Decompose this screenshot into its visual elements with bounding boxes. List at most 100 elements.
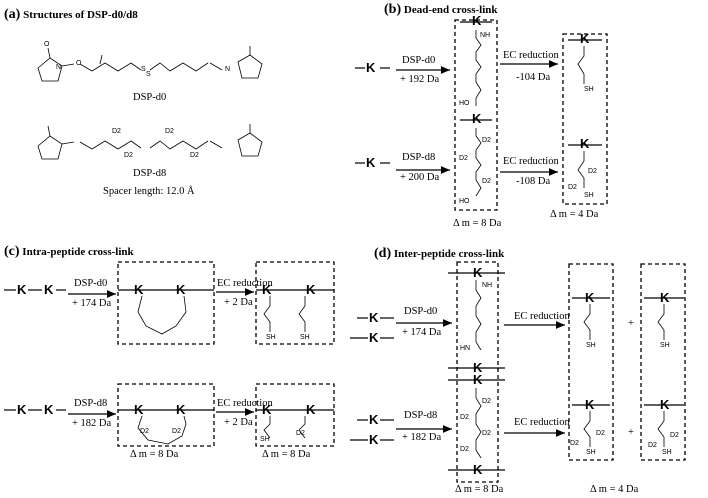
atom-nh: NH (482, 282, 493, 289)
atom-o: O (44, 41, 50, 48)
intra-d0-reduction-mass: + 2 Da (224, 297, 253, 308)
atom-o: O (76, 60, 82, 67)
dead-end-product-box (454, 19, 498, 211)
intra-delta-left: Δ m = 8 Da (130, 449, 179, 460)
dead-end-d0-mass: + 192 Da (400, 74, 440, 85)
inter-chain-d0 (448, 272, 505, 369)
lysine-label: K (176, 282, 186, 297)
lysine-label: K (262, 402, 272, 417)
inter-delta-left: Δ m = 8 Da (455, 484, 504, 495)
atom-ho: HO (459, 100, 470, 107)
intra-d8-mass: + 182 Da (72, 418, 112, 429)
panel-a-letter: (a) (4, 7, 21, 22)
atom-sh: SH (586, 342, 596, 349)
inter-d0-mass: + 174 Da (402, 327, 442, 338)
dead-end-d8-reduction: EC reduction (503, 156, 559, 167)
lysine-label: K (176, 402, 186, 417)
atom-d2: D2 (296, 430, 305, 437)
lysine-label: K (44, 282, 54, 297)
atom-sh: SH (662, 449, 672, 456)
lysine-label: K (473, 462, 483, 477)
dsp-d0-label: DSP-d0 (133, 92, 167, 103)
lysine-label: K (134, 282, 144, 297)
dead-end-d8-reagent: DSP-d8 (402, 152, 436, 163)
lysine-label: K (369, 412, 379, 427)
intra-product-box-d0 (117, 261, 215, 345)
atom-d2: D2 (124, 152, 133, 159)
dead-end-d8-mass: + 200 Da (400, 172, 440, 183)
lysine-label: K (262, 282, 272, 297)
atom-d2: D2 (482, 430, 491, 437)
intra-d8-reduction: EC reduction (217, 398, 273, 409)
inter-d0-reagent: DSP-d0 (404, 306, 438, 317)
atom-d2: D2 (460, 446, 469, 453)
lysine-label: K (366, 60, 376, 75)
lysine-label: K (17, 282, 27, 297)
dead-end-d0-reagent: DSP-d0 (402, 55, 436, 66)
panel-d-title-text: Inter-peptide cross-link (393, 248, 505, 260)
lysine-label: K (473, 265, 483, 280)
atom-d2: D2 (596, 430, 605, 437)
atom-d2: D2 (670, 432, 679, 439)
panel-d-title: (d) Inter-peptide cross-link (374, 246, 504, 262)
dead-end-d0-reduction: EC reduction (503, 50, 559, 61)
lysine-label: K (585, 290, 595, 305)
atom-sh: SH (584, 86, 594, 93)
lysine-label: K (473, 360, 483, 375)
atom-sh: SH (660, 342, 670, 349)
atom-hn: HN (460, 345, 471, 352)
lysine-label: K (369, 432, 379, 447)
atom-d2: D2 (172, 428, 181, 435)
panel-c-title-text: Intra-peptide cross-link (22, 246, 134, 258)
lysine-label: K (580, 31, 590, 46)
lysine-label: K (660, 290, 670, 305)
atom-n: N (56, 64, 62, 71)
intra-product-box-d8 (117, 383, 215, 447)
lysine-label: K (472, 13, 482, 28)
atom-d2: D2 (482, 178, 491, 185)
dead-end-d8-reduction-mass: -108 Da (516, 176, 551, 187)
panel-c-letter: (c) (4, 244, 20, 259)
atom-sh: SH (260, 436, 270, 443)
atom-s: S (146, 71, 151, 78)
lysine-label: K (660, 397, 670, 412)
panel-a-title-text: Structures of DSP-d0/d8 (23, 9, 138, 21)
dead-end-chain-d8 (460, 119, 492, 197)
lysine-label: K (369, 330, 379, 345)
inter-d8-mass: + 182 Da (402, 432, 442, 443)
atom-nh: NH (480, 32, 491, 39)
intra-ring-d0 (118, 289, 214, 335)
dead-end-delta-right: Δ m = 4 Da (550, 209, 599, 220)
dead-end-reduced-box (562, 33, 608, 205)
inter-reduced-box-1 (568, 263, 614, 461)
atom-ho: HO (459, 198, 470, 205)
atom-sh: SH (586, 449, 596, 456)
lysine-label: K (369, 310, 379, 325)
atom-d2: D2 (459, 155, 468, 162)
panel-b-title: (b) Dead-end cross-link (384, 2, 498, 18)
dead-end-chain-d0 (460, 21, 492, 106)
intra-d0-reagent: DSP-d0 (74, 278, 108, 289)
intra-ring-d8 (118, 409, 214, 445)
atom-d2: D2 (588, 168, 597, 175)
intra-delta-right: Δ m = 8 Da (262, 449, 311, 460)
lysine-label: K (17, 402, 27, 417)
inter-d0-reduction: EC reduction (514, 311, 570, 322)
panel-a-title: (a) Structures of DSP-d0/d8 (4, 7, 138, 23)
inter-plus-d0: + (628, 318, 634, 329)
inter-chain-d8 (448, 379, 505, 471)
lysine-label: K (585, 397, 595, 412)
lysine-label: K (472, 111, 482, 126)
lysine-label: K (134, 402, 144, 417)
atom-s: S (141, 66, 146, 73)
panel-d-letter: (d) (374, 246, 392, 261)
panel-b-title-text: Dead-end cross-link (403, 4, 498, 16)
atom-d2: D2 (460, 414, 469, 421)
dsp-d8-structure (37, 124, 263, 160)
intra-reduced-box-d0 (255, 261, 335, 345)
atom-d2: D2 (568, 184, 577, 191)
panel-c-title: (c) Intra-peptide cross-link (4, 244, 134, 260)
atom-d2: D2 (190, 152, 199, 159)
dead-end-delta-left: Δ m = 8 Da (453, 218, 502, 229)
lysine-label: K (366, 155, 376, 170)
